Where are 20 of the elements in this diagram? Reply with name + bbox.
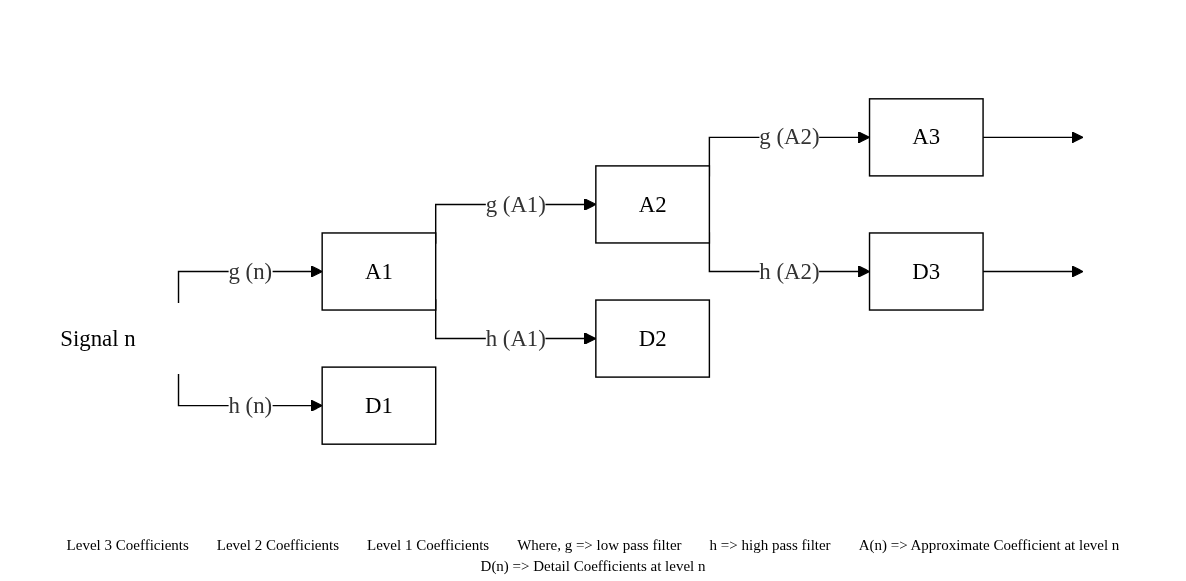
edge-label: g (A2): [759, 124, 820, 149]
note-text: A(n) => Approximate Coefficient at level n: [858, 537, 1120, 554]
node-box: D2: [595, 299, 711, 378]
edge-label: h (A2): [759, 258, 820, 283]
note-text: Level 1 Coefficients: [367, 537, 490, 554]
node-box: A2: [595, 165, 711, 244]
node-box: D1: [321, 366, 437, 445]
note-text: Where, g => low pass filter: [517, 537, 682, 554]
note-text: Level 2 Coefficients: [216, 537, 339, 554]
edge-label: h (n): [228, 392, 273, 418]
note-text: h => high pass filter: [709, 537, 831, 554]
edge-label: g (n): [228, 258, 273, 283]
edge-label: h (A1): [485, 325, 546, 350]
node-box: D3: [868, 232, 984, 311]
node-box: A1: [321, 232, 437, 311]
note-text: D(n) => Detail Coefficients at level n: [480, 558, 706, 575]
node-text: Signal n: [60, 325, 136, 350]
edge-label: g (A1): [485, 191, 546, 216]
note-text: Level 3 Coefficients: [66, 537, 189, 554]
node-box: A3: [868, 98, 984, 177]
